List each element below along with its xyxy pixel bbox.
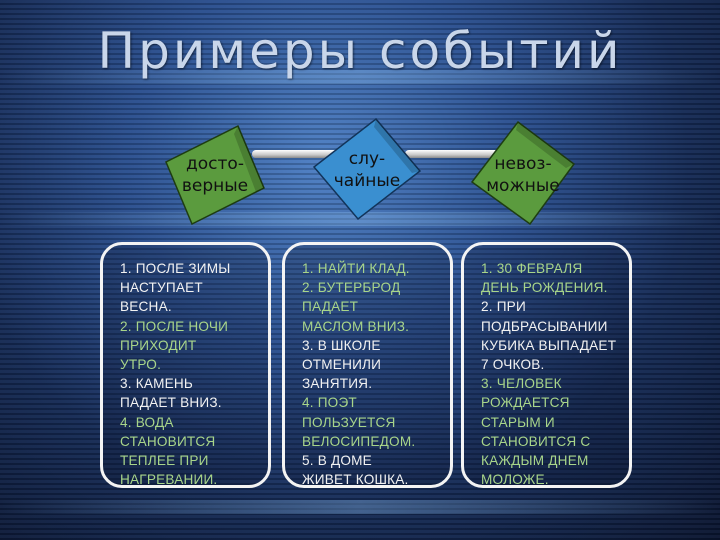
example-line: ДЕНЬ РОЖДЕНИЯ. bbox=[481, 280, 608, 296]
example-line: ЗАНЯТИЯ. bbox=[302, 376, 373, 392]
category-label: досто-верные bbox=[181, 154, 249, 196]
example-line: 1. НАЙТИ КЛАД. bbox=[302, 261, 410, 276]
example-line: ПОЛЬЗУЕТСЯ bbox=[302, 414, 396, 430]
example-line: 2. ПРИ bbox=[481, 299, 526, 315]
example-line: МАСЛОМ ВНИЗ. bbox=[302, 318, 410, 334]
example-line: СТАРЫМ И bbox=[481, 414, 555, 430]
example-line: 2. ПОСЛЕ НОЧИ bbox=[120, 318, 229, 334]
example-line: ВЕСНА. bbox=[120, 299, 172, 315]
example-line: НАСТУПАЕТ bbox=[120, 280, 203, 296]
examples-box-random: 1. НАЙТИ КЛАД. 2. БУТЕРБРОД ПАДАЕТ МАСЛОМ В… bbox=[282, 242, 453, 488]
example-line: 2. БУТЕРБРОД bbox=[302, 280, 401, 296]
example-line: СТАНОВИТСЯ С bbox=[481, 433, 591, 449]
slide-title: Примеры событий bbox=[97, 22, 623, 80]
category-label: слу-чайные bbox=[333, 149, 401, 191]
example-line: КУБИКА ВЫПАДАЕТ bbox=[481, 337, 617, 353]
category-impossible: невоз-можные bbox=[468, 120, 578, 230]
example-line: 7 ОЧКОВ. bbox=[481, 357, 545, 373]
example-line: ТЕПЛЕЕ ПРИ bbox=[120, 453, 209, 469]
example-line: СТАНОВИТСЯ bbox=[120, 433, 216, 449]
background-streak bbox=[0, 212, 720, 226]
background-streak bbox=[0, 500, 720, 514]
example-line: 3. В ШКОЛЕ bbox=[302, 337, 381, 353]
diamond-shape bbox=[312, 117, 422, 221]
example-line: ПАДАЕТ ВНИЗ. bbox=[120, 395, 222, 411]
connector-bar bbox=[252, 150, 352, 158]
example-line: НАГРЕВАНИИ. bbox=[120, 472, 218, 488]
examples-box-certain: 1. ПОСЛЕ ЗИМЫ НАСТУПАЕТ ВЕСНА. 2. ПОСЛЕ НОЧ… bbox=[100, 242, 271, 488]
category-label: невоз-можные bbox=[486, 154, 560, 196]
examples-list: 1. ПОСЛЕ ЗИМЫ НАСТУПАЕТ ВЕСНА. 2. ПОСЛЕ НОЧ… bbox=[120, 259, 262, 489]
connector-bar bbox=[405, 150, 520, 158]
examples-list: 1. НАЙТИ КЛАД. 2. БУТЕРБРОД ПАДАЕТ МАСЛОМ В… bbox=[302, 259, 444, 489]
example-line: 3. КАМЕНЬ bbox=[120, 376, 194, 392]
example-line: ОТМЕНИЛИ bbox=[302, 357, 382, 373]
examples-box-impossible: 1. 30 ФЕВРАЛЯ ДЕНЬ РОЖДЕНИЯ. 2. ПРИ ПОДБРАС… bbox=[461, 242, 632, 488]
example-line: ПАДАЕТ bbox=[302, 299, 359, 315]
example-line: УТРО. bbox=[120, 357, 162, 373]
example-line: РОЖДАЕТСЯ bbox=[481, 395, 570, 411]
example-line: 1. 30 ФЕВРАЛЯ bbox=[481, 261, 583, 276]
examples-list: 1. 30 ФЕВРАЛЯ ДЕНЬ РОЖДЕНИЯ. 2. ПРИ ПОДБРАС… bbox=[481, 259, 623, 489]
diamond-shape bbox=[165, 124, 265, 226]
example-line: КАЖДЫМ ДНЕМ bbox=[481, 453, 589, 469]
category-random: слу-чайные bbox=[312, 115, 422, 225]
example-line: ПОДБРАСЫВАНИИ bbox=[481, 318, 608, 334]
background-streak bbox=[0, 70, 720, 84]
example-line: ПРИХОДИТ bbox=[120, 337, 197, 353]
example-line: ЖИВЕТ КОШКА. bbox=[302, 472, 409, 488]
example-line: 4. ВОДА bbox=[120, 414, 174, 430]
example-line: 4. ПОЭТ bbox=[302, 395, 357, 411]
diamond-shape bbox=[470, 120, 576, 226]
example-line: 1. ПОСЛЕ ЗИМЫ bbox=[120, 261, 231, 276]
category-certain: досто-верные bbox=[160, 120, 270, 230]
example-line: МОЛОЖЕ. bbox=[481, 472, 549, 488]
example-line: 5. В ДОМЕ bbox=[302, 453, 372, 469]
example-line: ВЕЛОСИПЕДОМ. bbox=[302, 433, 416, 449]
example-line: 3. ЧЕЛОВЕК bbox=[481, 376, 562, 392]
